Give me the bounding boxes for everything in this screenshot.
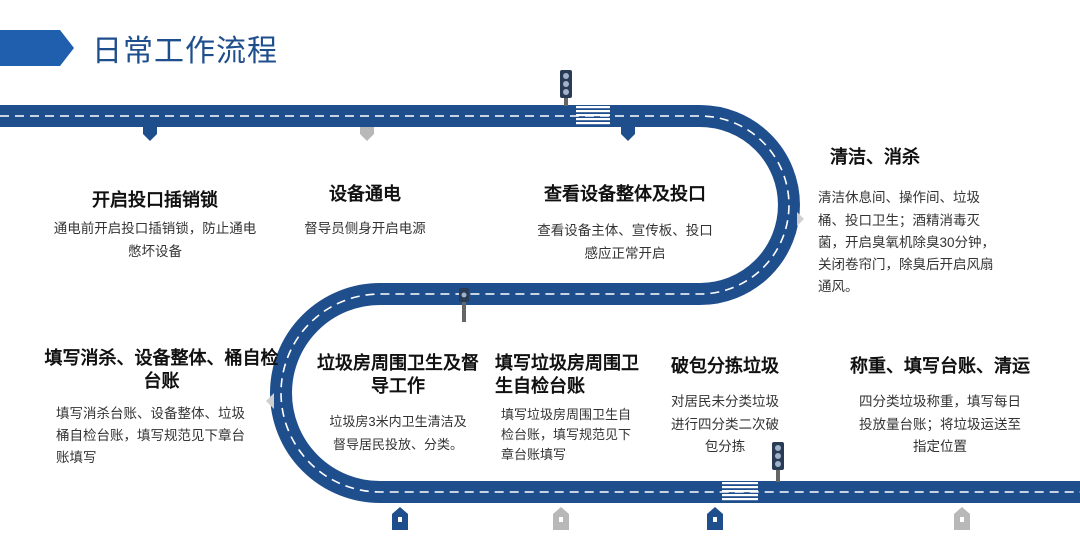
step-card-3: 查看设备整体及投口 查看设备主体、宣传板、投口感应正常开启 [523,183,727,265]
marker-gray-7 [553,507,569,530]
step-card-4: 清洁、消杀 清洁休息间、操作间、垃圾桶、投口卫生；酒精消毒灭菌，开启臭氧机除臭3… [818,146,998,299]
step-card-7: 填写垃圾房周围卫生自检台账 填写垃圾房周围卫生自检台账，填写规范见下章台账填写 [495,352,643,465]
step-desc-2: 督导员侧身开启电源 [304,221,426,237]
step-title-5: 称重、填写台账、清运 [850,356,1030,376]
marker-blue-3 [621,127,635,141]
step-title-7: 填写垃圾房周围卫生自检台账 [495,353,639,397]
step-desc-5: 四分类垃圾称重，填写每日投放量台账；将垃圾运送至指定位置 [859,394,1021,454]
traffic-light-icon [459,288,469,322]
step-title-9: 填写消杀、设备整体、桶自检台账 [44,348,279,392]
marker-gray-5 [954,507,970,530]
step-card-1: 开启投口插销锁 通电前开启投口插销锁，防止通电憋坏设备 [50,189,260,263]
marker-gray-2 [360,127,374,141]
marker-blue-6 [707,507,723,530]
step-card-8: 垃圾房周围卫生及督导工作 垃圾房3米内卫生清洁及督导居民投放、分类。 [312,352,484,456]
traffic-light-icon [772,442,784,482]
crosswalk-top [576,106,610,125]
step-desc-1: 通电前开启投口插销锁，防止通电憋坏设备 [53,221,257,259]
traffic-light-icon [560,70,572,106]
crosswalk-bottom [722,482,758,501]
step-title-1: 开启投口插销锁 [92,190,218,210]
step-title-2: 设备通电 [329,184,401,204]
step-desc-3: 查看设备主体、宣传板、投口感应正常开启 [537,223,713,261]
step-card-5: 称重、填写台账、清运 四分类垃圾称重，填写每日投放量台账；将垃圾运送至指定位置 [825,355,1055,458]
step-card-6: 破包分拣垃圾 对居民未分类垃圾进行四分类二次破包分拣 [655,355,795,458]
step-card-2: 设备通电 督导员侧身开启电源 [285,183,445,241]
marker-gray-9 [266,393,274,409]
step-desc-6: 对居民未分类垃圾进行四分类二次破包分拣 [671,394,779,454]
step-title-4: 清洁、消杀 [830,147,920,167]
marker-blue-8 [392,507,408,530]
title-arrow-bar [0,30,74,66]
step-desc-8: 垃圾房3米内卫生清洁及督导居民投放、分类。 [329,413,467,452]
step-desc-9: 填写消杀台账、设备整体、垃圾桶自检台账，填写规范见下章台账填写 [56,405,245,466]
marker-gray-4 [797,212,804,226]
marker-blue-1 [143,127,157,141]
step-desc-7: 填写垃圾房周围卫生自检台账，填写规范见下章台账填写 [501,406,632,463]
step-desc-4: 清洁休息间、操作间、垃圾桶、投口卫生；酒精消毒灭菌，开启臭氧机除臭30分钟，关闭… [818,190,996,295]
step-title-3: 查看设备整体及投口 [544,184,706,204]
step-title-6: 破包分拣垃圾 [671,356,779,376]
page-title: 日常工作流程 [92,35,278,68]
step-card-9: 填写消杀、设备整体、桶自检台账 填写消杀台账、设备整体、垃圾桶自检台账，填写规范… [44,347,279,470]
step-title-8: 垃圾房周围卫生及督导工作 [317,353,479,397]
road-center-line [0,115,1080,493]
